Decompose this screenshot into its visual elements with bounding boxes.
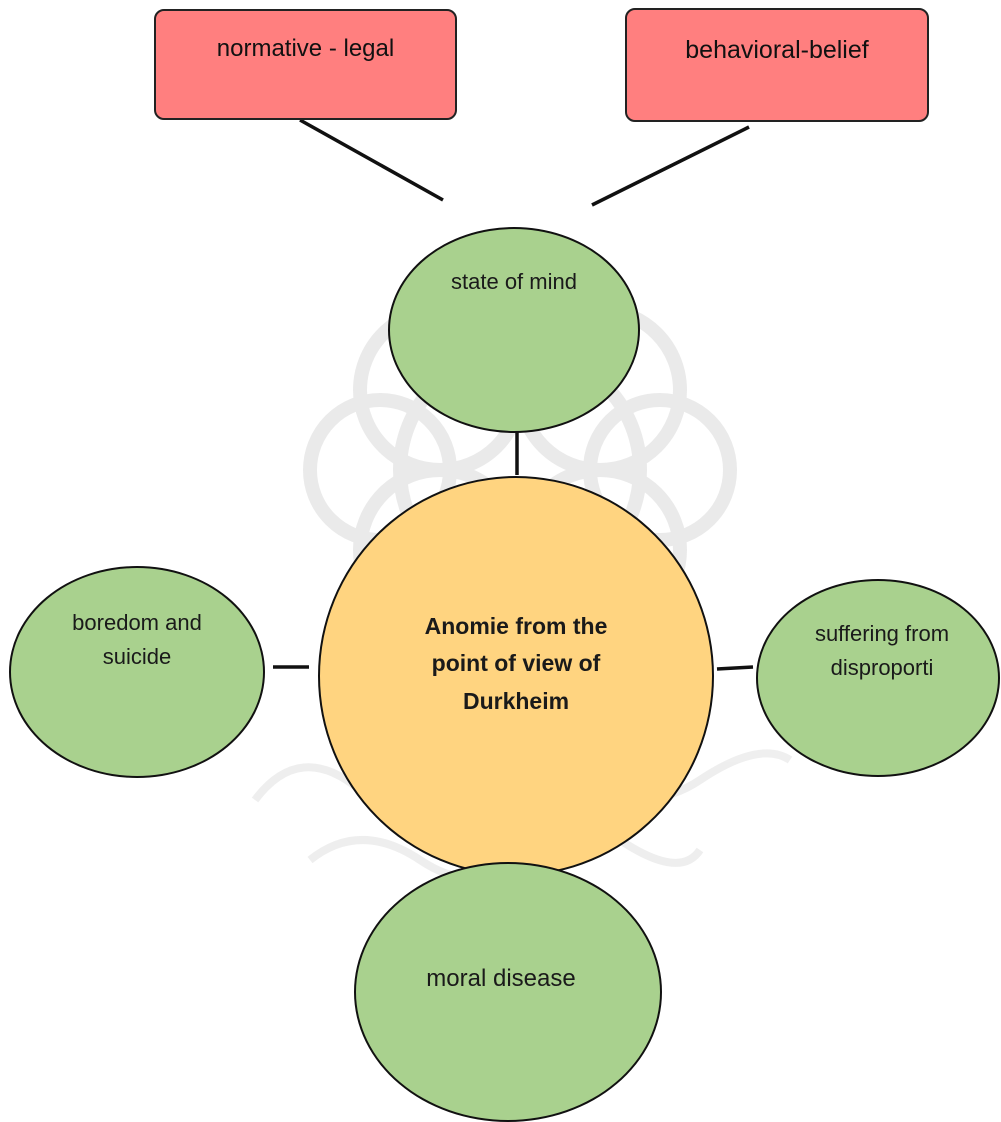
box-behavioral-belief: behavioral-belief <box>625 8 929 122</box>
node-moral-disease: moral disease <box>354 862 662 1122</box>
connector-box-right-to-top <box>591 125 750 207</box>
connector-center-to-right <box>716 665 754 671</box>
node-center-label: Anomie from the point of view of Durkhei… <box>424 613 608 714</box>
box-normative-legal: normative - legal <box>154 9 457 120</box>
node-center-anomie: Anomie from the point of view of Durkhei… <box>318 476 714 876</box>
node-moral-disease-label: moral disease <box>426 965 576 992</box>
node-suffering-from-disproportion: suffering from disproporti <box>756 579 1000 777</box>
node-suffering-label: suffering from disproporti <box>814 621 950 681</box>
connector-box-left-to-top <box>299 118 444 202</box>
box-normative-legal-label: normative - legal <box>216 35 395 62</box>
node-state-of-mind: state of mind <box>388 227 640 433</box>
node-state-of-mind-label: state of mind <box>451 269 577 294</box>
node-boredom-label: boredom and suicide <box>72 610 202 670</box>
node-boredom-and-suicide: boredom and suicide <box>9 566 265 778</box>
box-behavioral-belief-label: behavioral-belief <box>685 36 869 64</box>
